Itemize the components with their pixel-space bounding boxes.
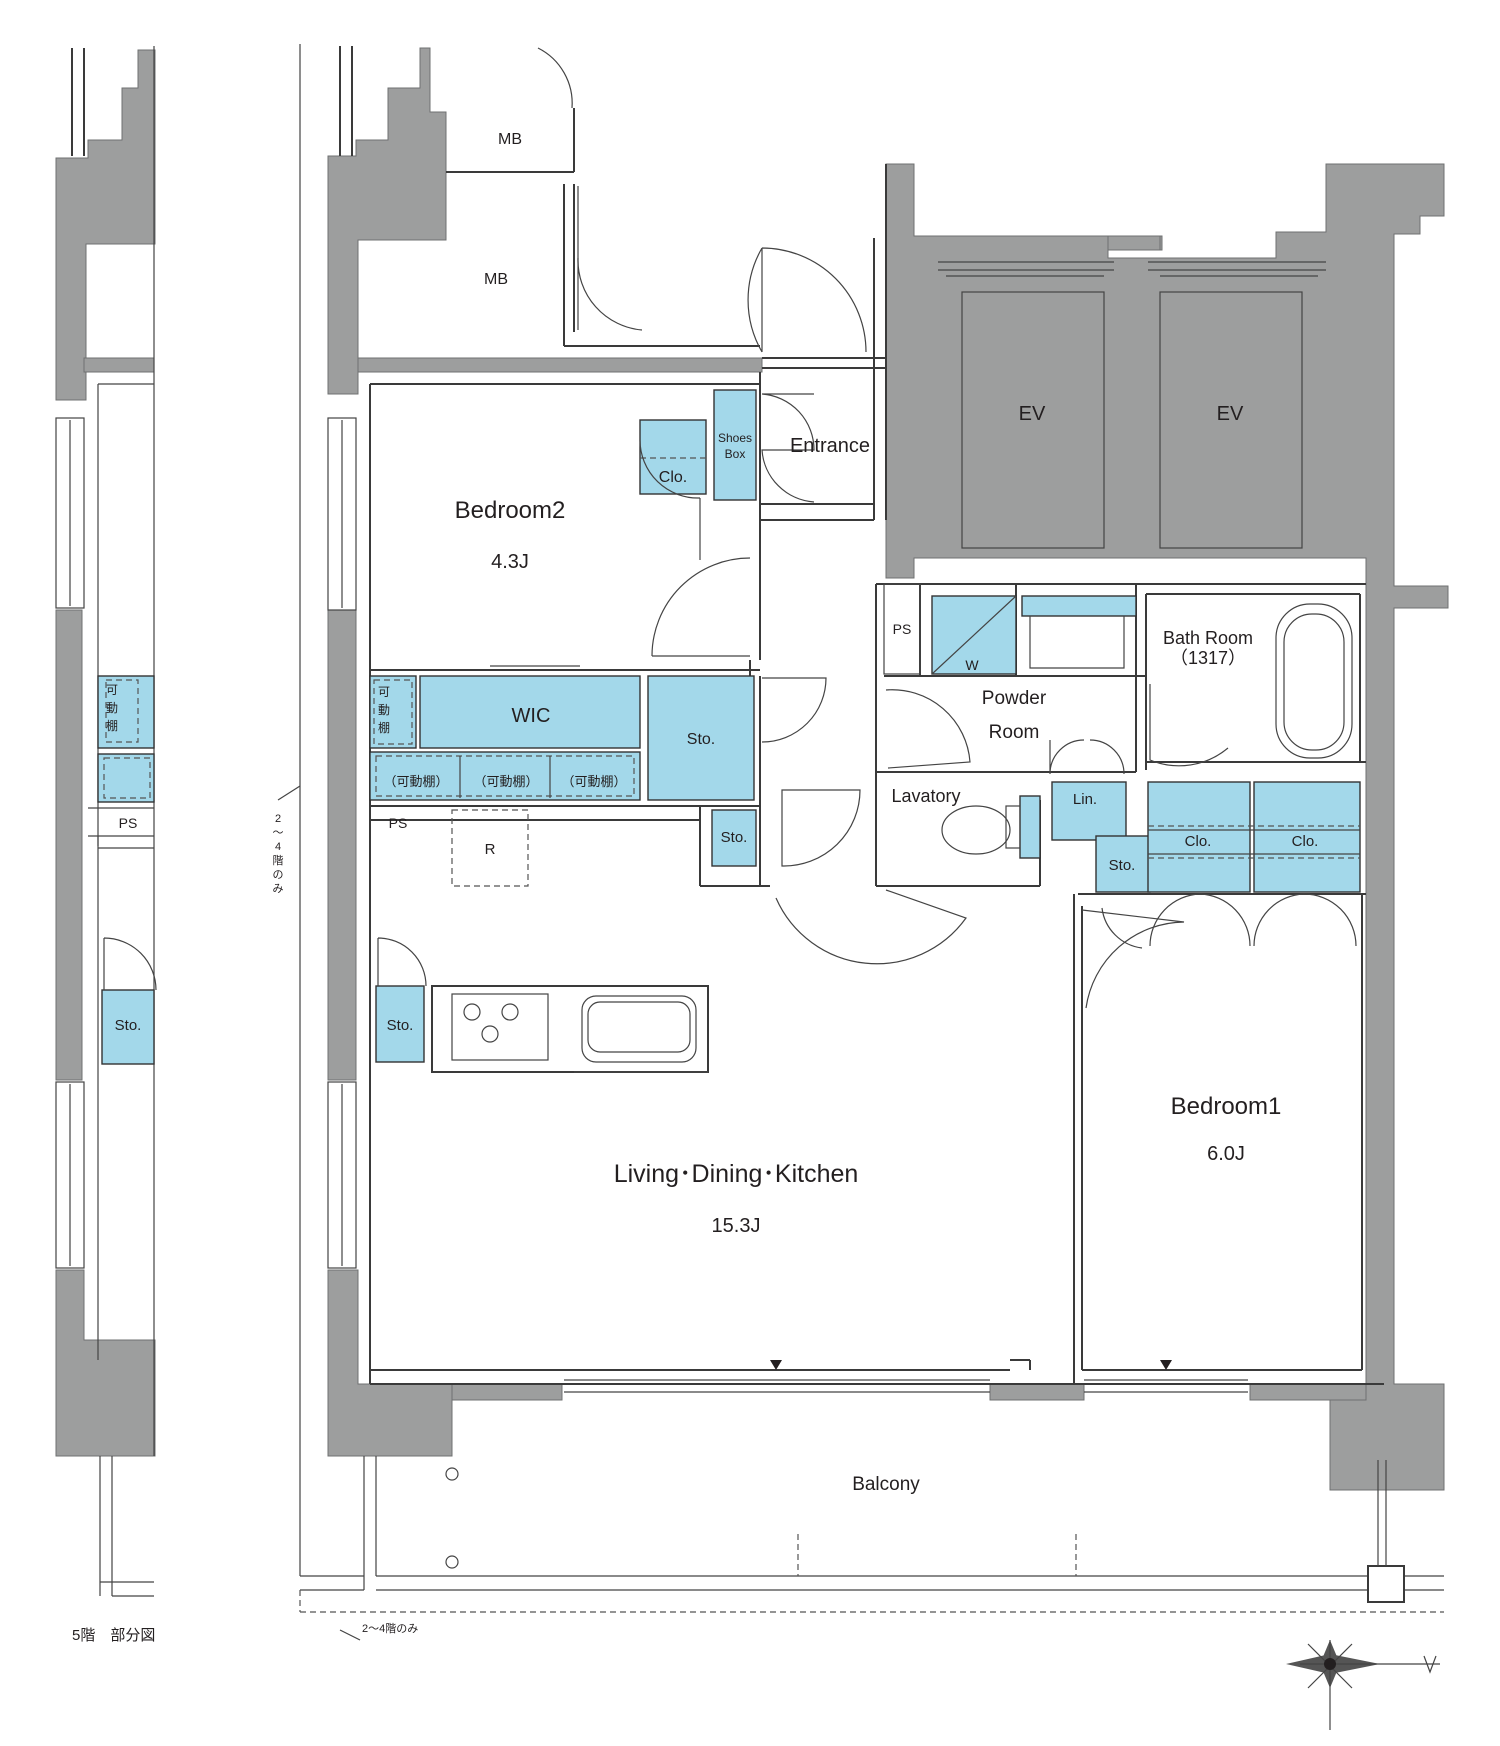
label-balcony: Balcony	[852, 1474, 920, 1495]
label-shelf-1: （可動棚）	[383, 774, 448, 789]
label-bedroom2-name: Bedroom2	[455, 497, 566, 524]
label-shelf-v-1: 可	[378, 685, 390, 699]
label-powder-line2: Room	[989, 722, 1040, 743]
label-entrance: Entrance	[790, 435, 870, 457]
note-floors-v-5: の	[273, 869, 284, 881]
note-floors-v-3: 4	[275, 841, 281, 853]
label-ev-2: EV	[1217, 403, 1244, 425]
label-shoes-box-line1: Shoes	[718, 431, 752, 445]
note-floors-v-6: み	[273, 882, 284, 895]
label-bedroom1-size: 6.0J	[1207, 1143, 1245, 1165]
label-mb-2: MB	[484, 271, 508, 288]
label-clo-bedroom1-b: Clo.	[1292, 833, 1319, 850]
partial-caption: 5階 部分図	[72, 1627, 155, 1644]
label-sto-bedroom1: Sto.	[1109, 857, 1136, 874]
toilet	[941, 795, 1041, 859]
kitchen	[431, 985, 709, 1073]
label-w: W	[965, 657, 979, 673]
label-r: R	[485, 841, 496, 858]
label-sto-hall: Sto.	[721, 829, 748, 846]
bath	[1275, 603, 1353, 759]
note-floors-horizontal: 2〜4階のみ	[362, 1621, 418, 1635]
label-ev-1: EV	[1019, 403, 1046, 425]
label-wic: WIC	[512, 705, 551, 727]
label-ldk-name: Living･Dining･Kitchen	[614, 1160, 859, 1188]
label-powder-line1: Powder	[982, 688, 1047, 709]
label-bedroom2-size: 4.3J	[491, 551, 529, 573]
storage	[369, 389, 1361, 1063]
label-shelf-2: （可動棚）	[473, 774, 538, 789]
label-shelf-3: （可動棚）	[561, 774, 626, 789]
partial-plan	[55, 46, 157, 1597]
label-ps-mid: PS	[389, 815, 408, 831]
annotation-leaders	[277, 785, 361, 1641]
note-floors-v-2: 〜	[273, 827, 284, 839]
label-sto-kitchen: Sto.	[387, 1017, 414, 1034]
label-clo-bedroom1-a: Clo.	[1185, 833, 1212, 850]
partial-shelf-v-1: 可	[106, 683, 118, 697]
label-lin: Lin.	[1073, 791, 1097, 808]
elevators	[938, 261, 1326, 549]
label-clo-bedroom2: Clo.	[659, 469, 687, 486]
compass-icon	[1286, 1640, 1440, 1730]
label-shelf-v-2: 動	[378, 703, 390, 717]
balcony-rail	[299, 1456, 1444, 1613]
label-bedroom1-name: Bedroom1	[1171, 1093, 1282, 1120]
label-ps-upper: PS	[893, 621, 912, 637]
label-shoes-box-line2: Box	[725, 447, 746, 461]
label-ldk-size: 15.3J	[712, 1215, 761, 1237]
main-walls	[327, 47, 1449, 1491]
note-floors-v-1: 2	[275, 813, 281, 825]
label-shelf-v-3: 棚	[378, 720, 390, 735]
partial-shelf-v-3: 棚	[106, 718, 118, 733]
label-mb-1: MB	[498, 131, 522, 148]
label-bathroom-name: Bath Room	[1163, 628, 1253, 648]
labels: MB MB EV EV Entrance Shoes Box Clo. Bedr…	[72, 131, 1318, 1644]
partial-sto: Sto.	[115, 1017, 142, 1034]
label-lavatory: Lavatory	[891, 786, 960, 806]
note-floors-v-4: 階	[273, 853, 284, 867]
partial-ps: PS	[119, 815, 138, 831]
label-sto-wic: Sto.	[687, 731, 715, 748]
partial-shelf-v-2: 動	[106, 701, 118, 715]
doors	[377, 47, 1357, 1009]
interior-lines	[299, 44, 1384, 1576]
label-bathroom-spec: （1317）	[1170, 648, 1246, 668]
